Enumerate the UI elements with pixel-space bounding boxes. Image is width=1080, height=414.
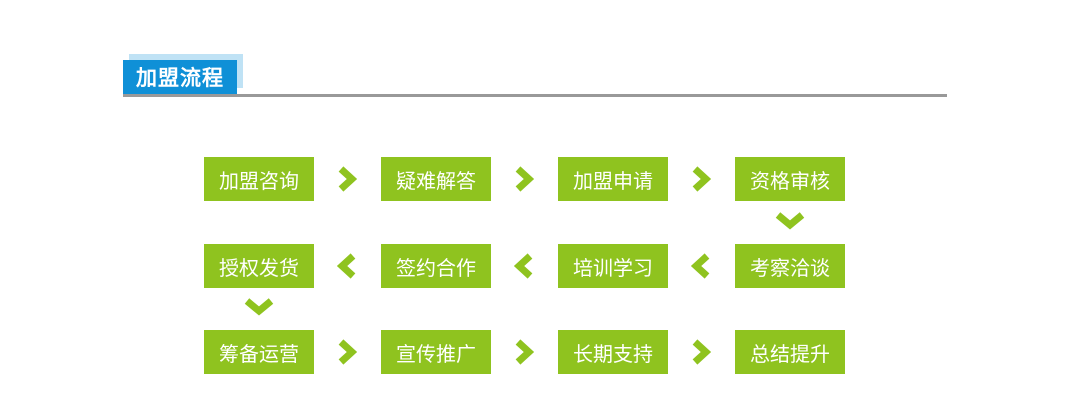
chevron-left-icon	[337, 253, 356, 279]
flow-step-support: 长期支持	[558, 330, 668, 374]
page-title: 加盟流程	[123, 60, 237, 94]
flow-step-contract: 签约合作	[381, 244, 491, 288]
chevron-right-icon	[692, 166, 711, 192]
chevron-right-icon	[515, 339, 534, 365]
chevron-right-icon	[692, 339, 711, 365]
chevron-down-icon	[775, 212, 805, 230]
chevron-right-icon	[338, 166, 357, 192]
flow-step-apply: 加盟申请	[558, 157, 668, 201]
flow-step-promotion: 宣传推广	[381, 330, 491, 374]
flow-step-qa: 疑难解答	[381, 157, 491, 201]
flow-step-consult: 加盟咨询	[204, 157, 314, 201]
flow-step-preparation: 筹备运营	[204, 330, 314, 374]
chevron-left-icon	[514, 253, 533, 279]
flow-step-improvement: 总结提升	[735, 330, 845, 374]
flow-step-shipping: 授权发货	[204, 244, 314, 288]
flow-step-training: 培训学习	[558, 244, 668, 288]
chevron-right-icon	[338, 339, 357, 365]
flow-step-inspection: 考察洽谈	[735, 244, 845, 288]
header-divider	[123, 94, 947, 97]
chevron-down-icon	[244, 298, 274, 316]
chevron-right-icon	[515, 166, 534, 192]
chevron-left-icon	[691, 253, 710, 279]
flow-step-review: 资格审核	[735, 157, 845, 201]
page-title-label: 加盟流程	[136, 67, 224, 90]
